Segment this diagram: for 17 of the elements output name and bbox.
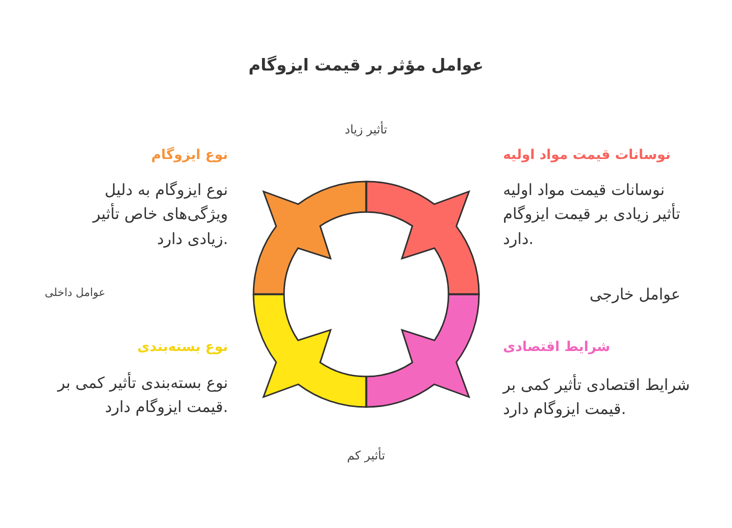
ring-segment xyxy=(252,292,368,408)
heading: نوع ایزوگام xyxy=(151,146,228,164)
ring-segment xyxy=(364,292,480,408)
description: نوع ایزوگام به دلیل ویژگی‌های خاص تأثیر زیادی دارد. xyxy=(91,180,228,250)
heading: نوسانات قیمت مواد اولیه xyxy=(503,146,671,164)
title: عوامل مؤثر بر قیمت ایزوگام xyxy=(248,56,484,76)
axis-label: تأثیر کم xyxy=(346,448,386,464)
description: شرایط اقتصادی تأثیر کمی بر قیمت ایزوگام دارد. xyxy=(503,373,691,420)
heading: شرایط اقتصادی xyxy=(503,338,610,356)
axis-label: عوامل خارجی xyxy=(590,285,680,305)
ring-segment xyxy=(252,180,368,296)
axis-label: تأثیر زیاد xyxy=(344,122,388,138)
ring-segment xyxy=(364,180,480,296)
heading: نوع بسته‌بندی xyxy=(137,338,228,356)
axis-label: عوامل داخلی xyxy=(44,286,106,300)
description: نوع بسته‌بندی تأثیر کمی بر قیمت ایزوگام دارد. xyxy=(56,371,228,418)
description: نوسانات قیمت مواد اولیه تأثیر زیادی بر قیمت ایزوگام دارد. xyxy=(503,180,682,250)
